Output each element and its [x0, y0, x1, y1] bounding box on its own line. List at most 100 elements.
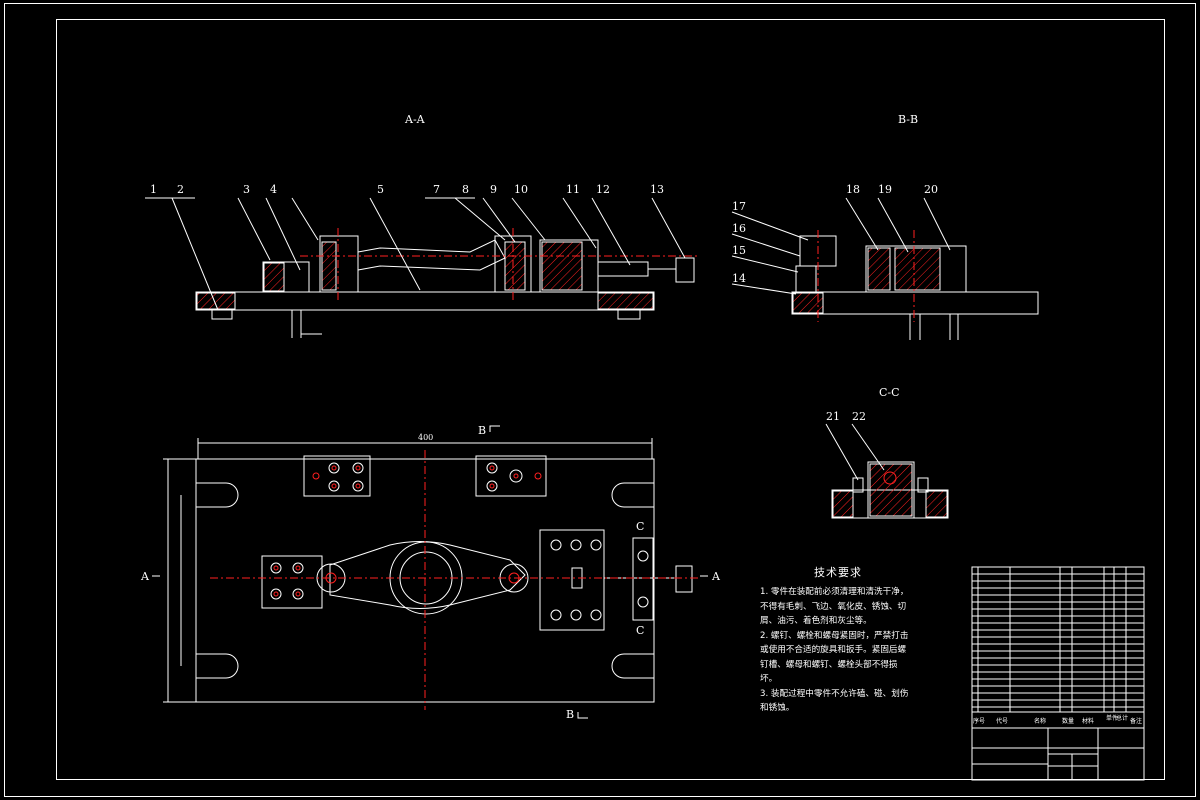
- section-view-bb: [791, 230, 1039, 340]
- support-hatch-aa: [263, 262, 285, 292]
- tb-header-remark: 备注: [1130, 717, 1142, 725]
- top-block-1-pin: [312, 472, 320, 480]
- base-hatch-left: [196, 292, 236, 310]
- part-number-9: 9: [490, 183, 497, 196]
- clamp-hatch-bb-2: [894, 247, 941, 291]
- knob-plan: [675, 565, 693, 593]
- title-block-header: 序号 代号 名称 数量 材料 单件 总计 备注: [973, 714, 1142, 725]
- slot-top-right: [611, 482, 654, 508]
- cut-marker-a-right: A: [711, 570, 721, 583]
- pin-cc: [883, 471, 897, 485]
- tech-requirement-1: 1. 零件在装配前必须清理和清洗干净，不得有毛刺、飞边、氧化皮、锈蚀、切屑、油污…: [760, 587, 909, 626]
- support-block-aa: [262, 261, 310, 293]
- cut-marker-b-top: B: [478, 424, 486, 437]
- workpiece-link-plan: [329, 541, 526, 609]
- leader-22: [851, 423, 885, 471]
- slide-hatch-aa: [541, 241, 583, 291]
- part-number-21: 21: [826, 410, 840, 423]
- clamp-body-bb: [865, 245, 967, 293]
- tb-header-single: 单件: [1106, 714, 1118, 722]
- part-number-4: 4: [270, 183, 277, 196]
- slot-top-left: [196, 482, 239, 508]
- bolt-cc-right: [917, 477, 929, 493]
- part-number-15: 15: [732, 244, 746, 257]
- slot-bottom-left: [196, 653, 239, 679]
- part-number-14: 14: [732, 272, 746, 285]
- cut-marker-a-left: A: [140, 570, 150, 583]
- parts-list-frame: [971, 566, 1145, 781]
- section-view-cc: 21 22: [825, 410, 949, 519]
- cut-marker-b-bottom: B: [566, 708, 574, 721]
- part-number-1: 1: [150, 183, 157, 196]
- workpiece-link-aa: [357, 239, 506, 271]
- base-hatch-right: [597, 292, 654, 310]
- part-number-10: 10: [514, 183, 528, 196]
- base-foot-right: [617, 308, 641, 320]
- tech-requirements-title: 技术要求: [814, 566, 862, 579]
- left-support-block: [261, 555, 323, 609]
- leader-21: [825, 423, 859, 481]
- top-block-2: [475, 455, 547, 497]
- part-number-5: 5: [377, 183, 384, 196]
- part-number-22: 22: [852, 410, 866, 423]
- part-number-8: 8: [462, 183, 469, 196]
- section-title-cc: C-C: [879, 386, 900, 399]
- part-number-2: 2: [177, 183, 184, 196]
- base-hatch-cc-1: [832, 490, 854, 518]
- part-number-7: 7: [433, 183, 440, 196]
- part-leaders-aa: [145, 197, 686, 311]
- part-number-13: 13: [650, 183, 664, 196]
- locator-cc: [867, 461, 915, 519]
- cut-marker-c-top: C: [636, 520, 644, 533]
- tb-header-total: 总计: [1116, 714, 1128, 722]
- section-title-bb: B-B: [898, 113, 918, 126]
- clamp-hatch-middle: [504, 241, 526, 291]
- base-hatch-bb: [792, 292, 824, 314]
- base-hatch-cc-2: [925, 490, 948, 518]
- knob-aa: [675, 257, 695, 283]
- part-number-12: 12: [596, 183, 610, 196]
- part-numbers-bb: 14 15 16 17 18 19 20: [732, 183, 938, 285]
- slot-bottom-right: [611, 653, 654, 679]
- tech-requirement-3: 3. 装配过程中零件不允许磕、碰、划伤和锈蚀。: [760, 688, 909, 714]
- clamp-hatch-left: [321, 241, 337, 291]
- outer-border: [4, 3, 1196, 797]
- tb-header-code: 代号: [996, 717, 1008, 725]
- part-number-19: 19: [878, 183, 892, 196]
- part-number-18: 18: [846, 183, 860, 196]
- part-number-11: 11: [566, 183, 580, 196]
- base-plate-bb: [791, 291, 1039, 315]
- screw-aa: [597, 261, 649, 277]
- base-plate-aa: [195, 291, 655, 311]
- part-number-3: 3: [243, 183, 250, 196]
- cut-markers: B B A A C C: [140, 424, 721, 721]
- section-title-aa: A-A: [404, 113, 426, 126]
- section-view-aa: [195, 228, 700, 338]
- locator-hatch-cc: [869, 463, 913, 517]
- bolt-bb: [795, 265, 817, 293]
- base-foot-left: [211, 308, 233, 320]
- tb-header-material: 材料: [1082, 717, 1094, 725]
- plan-view: 400: [163, 433, 700, 710]
- part-numbers-aa: 1 2 3 4 5 7 8 9 10 11 12 13: [150, 183, 664, 196]
- part-leaders-bb: [731, 197, 951, 295]
- top-block-1: [303, 455, 371, 497]
- clamp-hatch-bb-1: [867, 247, 891, 291]
- bolt-cc-left: [852, 477, 864, 493]
- tech-requirement-2: 2. 螺钉、螺栓和螺母紧固时，严禁打击或使用不合适的旋具和扳手。紧固后螺钉槽、螺…: [760, 630, 909, 685]
- parts-list: [971, 566, 1145, 781]
- tb-header-no: 序号: [973, 717, 985, 725]
- part-number-17: 17: [732, 200, 746, 213]
- part-number-20: 20: [924, 183, 938, 196]
- right-clamp-block: [539, 529, 605, 631]
- inner-border: [56, 19, 1165, 780]
- tb-header-qty: 数量: [1062, 717, 1074, 725]
- dimension-400: 400: [418, 433, 433, 442]
- part-number-16: 16: [732, 222, 746, 235]
- tech-requirements-body: 1. 零件在装配前必须清理和清洗干净，不得有毛刺、飞边、氧化皮、锈蚀、切屑、油污…: [760, 585, 910, 716]
- tb-header-name: 名称: [1034, 717, 1046, 725]
- cut-marker-c-bottom: C: [636, 624, 644, 637]
- end-bracket: [632, 537, 654, 621]
